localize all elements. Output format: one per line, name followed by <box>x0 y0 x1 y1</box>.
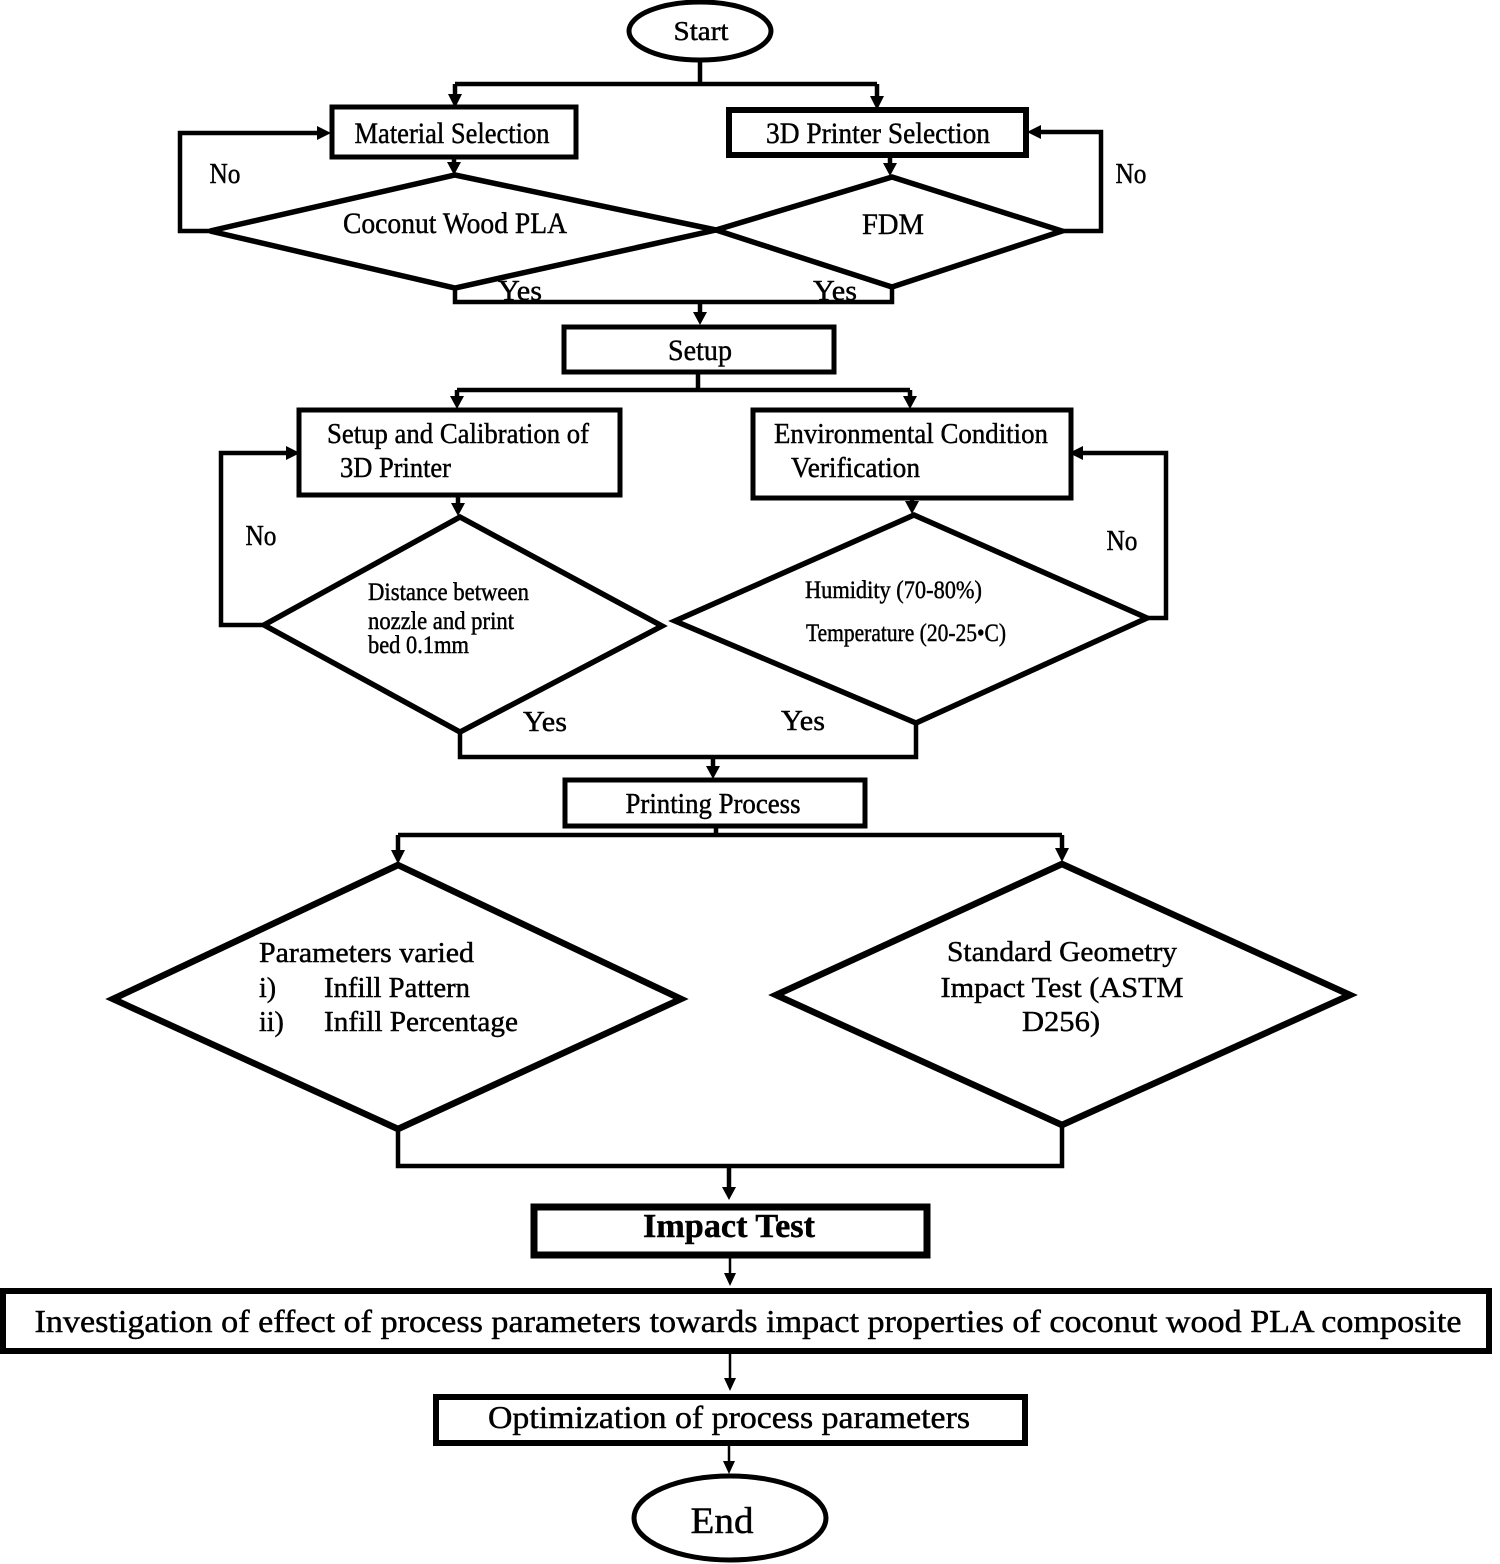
svg-text:No: No <box>246 520 277 552</box>
svg-text:Parameters varied: Parameters varied <box>259 938 474 969</box>
svg-text:Yes: Yes <box>523 706 567 738</box>
svg-text:Coconut Wood PLA: Coconut Wood PLA <box>343 207 567 240</box>
svg-text:Start: Start <box>674 16 730 46</box>
svg-text:Standard Geometry: Standard Geometry <box>947 936 1178 968</box>
svg-text:Material Selection: Material Selection <box>355 117 550 150</box>
svg-text:3D Printer: 3D Printer <box>340 452 451 484</box>
svg-text:Humidity (70-80%): Humidity (70-80%) <box>805 577 982 604</box>
svg-text:Infill Percentage: Infill Percentage <box>324 1007 518 1038</box>
svg-text:Yes: Yes <box>498 275 542 307</box>
svg-text:Yes: Yes <box>781 705 825 737</box>
svg-text:nozzle and print: nozzle and print <box>368 608 514 635</box>
svg-text:Setup: Setup <box>668 334 732 367</box>
svg-text:Impact Test (ASTM: Impact Test (ASTM <box>941 972 1184 1004</box>
svg-text:Yes: Yes <box>813 275 857 307</box>
svg-text:No: No <box>1107 525 1138 557</box>
svg-text:i): i) <box>259 973 276 1004</box>
svg-text:Verification: Verification <box>791 452 920 484</box>
svg-text:bed 0.1mm: bed 0.1mm <box>368 632 469 659</box>
svg-text:D256): D256) <box>1022 1006 1100 1038</box>
svg-text:ii): ii) <box>259 1007 284 1038</box>
svg-text:Infill Pattern: Infill Pattern <box>324 973 470 1004</box>
svg-text:No: No <box>210 158 241 190</box>
svg-text:Setup and Calibration of: Setup and Calibration of <box>327 418 589 450</box>
svg-text:Printing Process: Printing Process <box>626 788 801 820</box>
svg-text:Optimization of process parame: Optimization of process parameters <box>488 1399 970 1435</box>
svg-text:No: No <box>1116 158 1147 190</box>
svg-text:Impact Test: Impact Test <box>643 1208 816 1245</box>
svg-text:Investigation of effect of pro: Investigation of effect of process param… <box>35 1303 1462 1339</box>
svg-text:Environmental Condition: Environmental Condition <box>774 418 1048 450</box>
svg-text:FDM: FDM <box>862 208 924 241</box>
svg-text:Distance between: Distance between <box>368 579 529 606</box>
svg-text:Temperature (20-25•C): Temperature (20-25•C) <box>806 620 1006 647</box>
svg-text:3D Printer Selection: 3D Printer Selection <box>766 117 990 150</box>
svg-text:End: End <box>691 1501 755 1542</box>
